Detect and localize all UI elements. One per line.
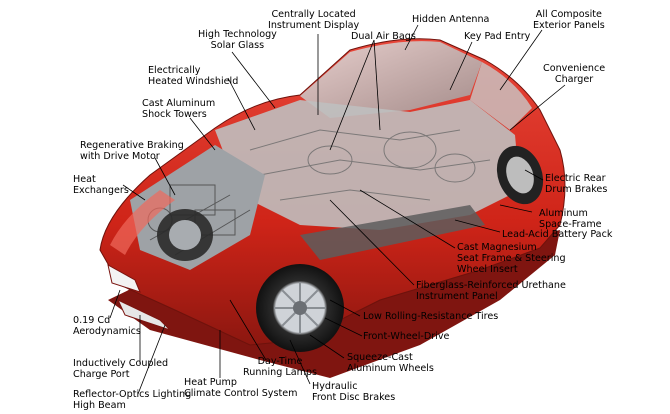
car-rear-glass — [470, 62, 532, 130]
car-roof-glass — [300, 41, 482, 118]
headlamp — [107, 264, 141, 293]
label-dual-air-bags: Dual Air Bags — [351, 31, 416, 42]
label-key-pad-entry: Key Pad Entry — [464, 31, 531, 42]
label-front-wheel-drive: Front-Wheel-Drive — [363, 331, 450, 342]
label-low-rolling-resistance-tires: Low Rolling-Resistance Tires — [363, 311, 499, 322]
battery-tunnel — [300, 205, 485, 260]
leader-lines — [109, 24, 566, 395]
label-lead-acid-battery-pack: Lead-Acid Battery Pack — [502, 229, 613, 240]
label-hidden-antenna: Hidden Antenna — [412, 14, 490, 25]
